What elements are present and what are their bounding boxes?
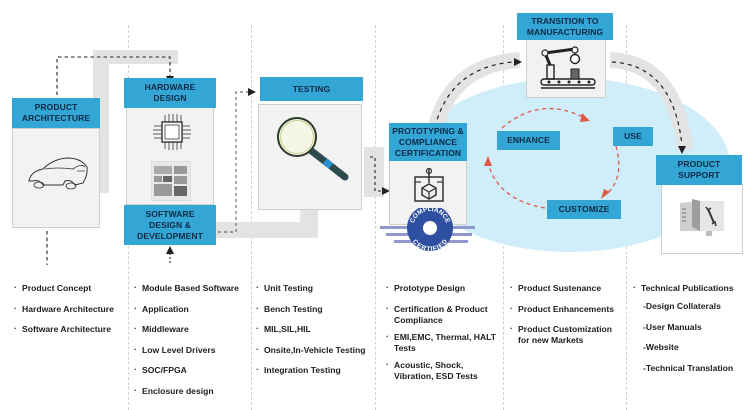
list-item: Low Level Drivers [134, 344, 249, 356]
list-item: Software Architecture [14, 323, 126, 335]
product-support-list: Technical Publications -Design Collatera… [633, 282, 750, 383]
arrow-head [678, 146, 686, 154]
column-divider [375, 25, 376, 410]
list-item: Enclosure design [134, 385, 249, 397]
list-item: Product Concept [14, 282, 126, 294]
manufacturing-panel [526, 38, 606, 98]
list-item: Product Customization for new Markets [510, 323, 622, 346]
list-subitem: -User Manuals [643, 321, 702, 332]
cycle-arrow-enhance-to-use [501, 107, 586, 129]
list-item: Module Based Software [134, 282, 249, 294]
list-item: Onsite,In-Vehicle Testing [256, 344, 374, 356]
product-support-panel [661, 184, 743, 254]
manufacturing-arch [410, 52, 730, 252]
microchip-icon [153, 114, 191, 150]
list-item: Integration Testing [256, 364, 374, 376]
list-item: Acoustic, Shock, Vibration, ESD Tests [386, 359, 498, 382]
list-item: Product Enhancements [510, 303, 622, 315]
testing-panel [258, 104, 362, 210]
manufacturing-list: Product Sustenance Product Enhancements … [510, 282, 622, 356]
product-architecture-header: PRODUCT ARCHITECTURE [12, 98, 100, 128]
sw-to-testing-dashed-arrow [218, 91, 248, 233]
list-item: Product Sustenance [510, 282, 622, 294]
testing-to-proto-dashed-arrow [370, 156, 382, 192]
list-item: Unit Testing [256, 282, 374, 294]
list-item: Certification & Product Compliance [386, 303, 498, 326]
badge-hole [423, 221, 437, 235]
prototyping-header: PROTOTYPING & COMPLIANCE CERTIFICATION [389, 123, 467, 161]
arrow-head [166, 246, 174, 254]
list-item: MIL,SIL,HIL [256, 323, 374, 335]
prototyping-list: Prototype Design Certification & Product… [386, 282, 498, 391]
list-item: Application [134, 303, 249, 315]
list-item: Prototype Design [386, 282, 498, 294]
arrow-head [601, 189, 610, 199]
magnifying-glass-icon [277, 117, 349, 181]
manual-wrench-icon [680, 199, 724, 236]
software-window-icon [151, 161, 191, 201]
product-support-header: PRODUCT SUPPORT [656, 155, 742, 185]
list-item: EMI,EMC, Thermal, HALT Tests [386, 331, 498, 354]
list-item: Bench Testing [256, 303, 374, 315]
cycle-customize-label: CUSTOMIZE [547, 200, 621, 219]
testing-header: TESTING [260, 77, 363, 101]
arrow-head [382, 187, 390, 195]
flow-track [93, 50, 178, 64]
product-architecture-list: Product Concept Hardware Architecture So… [14, 282, 126, 345]
list-subitem: -Website [643, 342, 679, 352]
list-item: Hardware Architecture [14, 303, 126, 315]
flow-track [210, 222, 318, 238]
compliance-certified-badge: COMPLIANCE CERTIFIED [380, 208, 475, 253]
list-item: SOC/FPGA [134, 364, 249, 376]
design-list: Module Based Software Application Middle… [134, 282, 249, 406]
arrow-head [484, 156, 492, 166]
arch-right-track [609, 52, 693, 151]
list-subitem: -Technical Translation [643, 362, 734, 373]
list-item: Technical Publications [633, 282, 750, 294]
manufacturing-header: TRANSITION TO MANUFACTURING [517, 13, 613, 40]
software-design-header: SOFTWARE DESIGN & DEVELOPMENT [124, 205, 216, 245]
testing-list: Unit Testing Bench Testing MIL,SIL,HIL O… [256, 282, 374, 386]
hardware-software-panel [126, 105, 214, 205]
car-sketch-icon [28, 157, 88, 190]
arrow-head [248, 88, 256, 96]
prototype-blueprint-icon [414, 167, 444, 202]
cycle-enhance-label: ENHANCE [497, 131, 560, 150]
arch-to-hw-dashed-arrow [56, 56, 171, 95]
cycle-background [410, 78, 730, 252]
hardware-design-header: HARDWARE DESIGN [124, 78, 216, 108]
arrow-head [580, 113, 590, 122]
list-subitem: -Design Collaterals [643, 301, 721, 311]
cycle-use-label: USE [613, 127, 653, 146]
cycle-arrow-customize-to-enhance [487, 162, 546, 209]
robot-arm-conveyor-icon [540, 46, 596, 89]
arrow-head [514, 58, 522, 66]
product-architecture-panel [12, 128, 100, 228]
column-divider [251, 25, 252, 410]
flow-track [364, 147, 384, 197]
list-item: Middleware [134, 323, 249, 335]
